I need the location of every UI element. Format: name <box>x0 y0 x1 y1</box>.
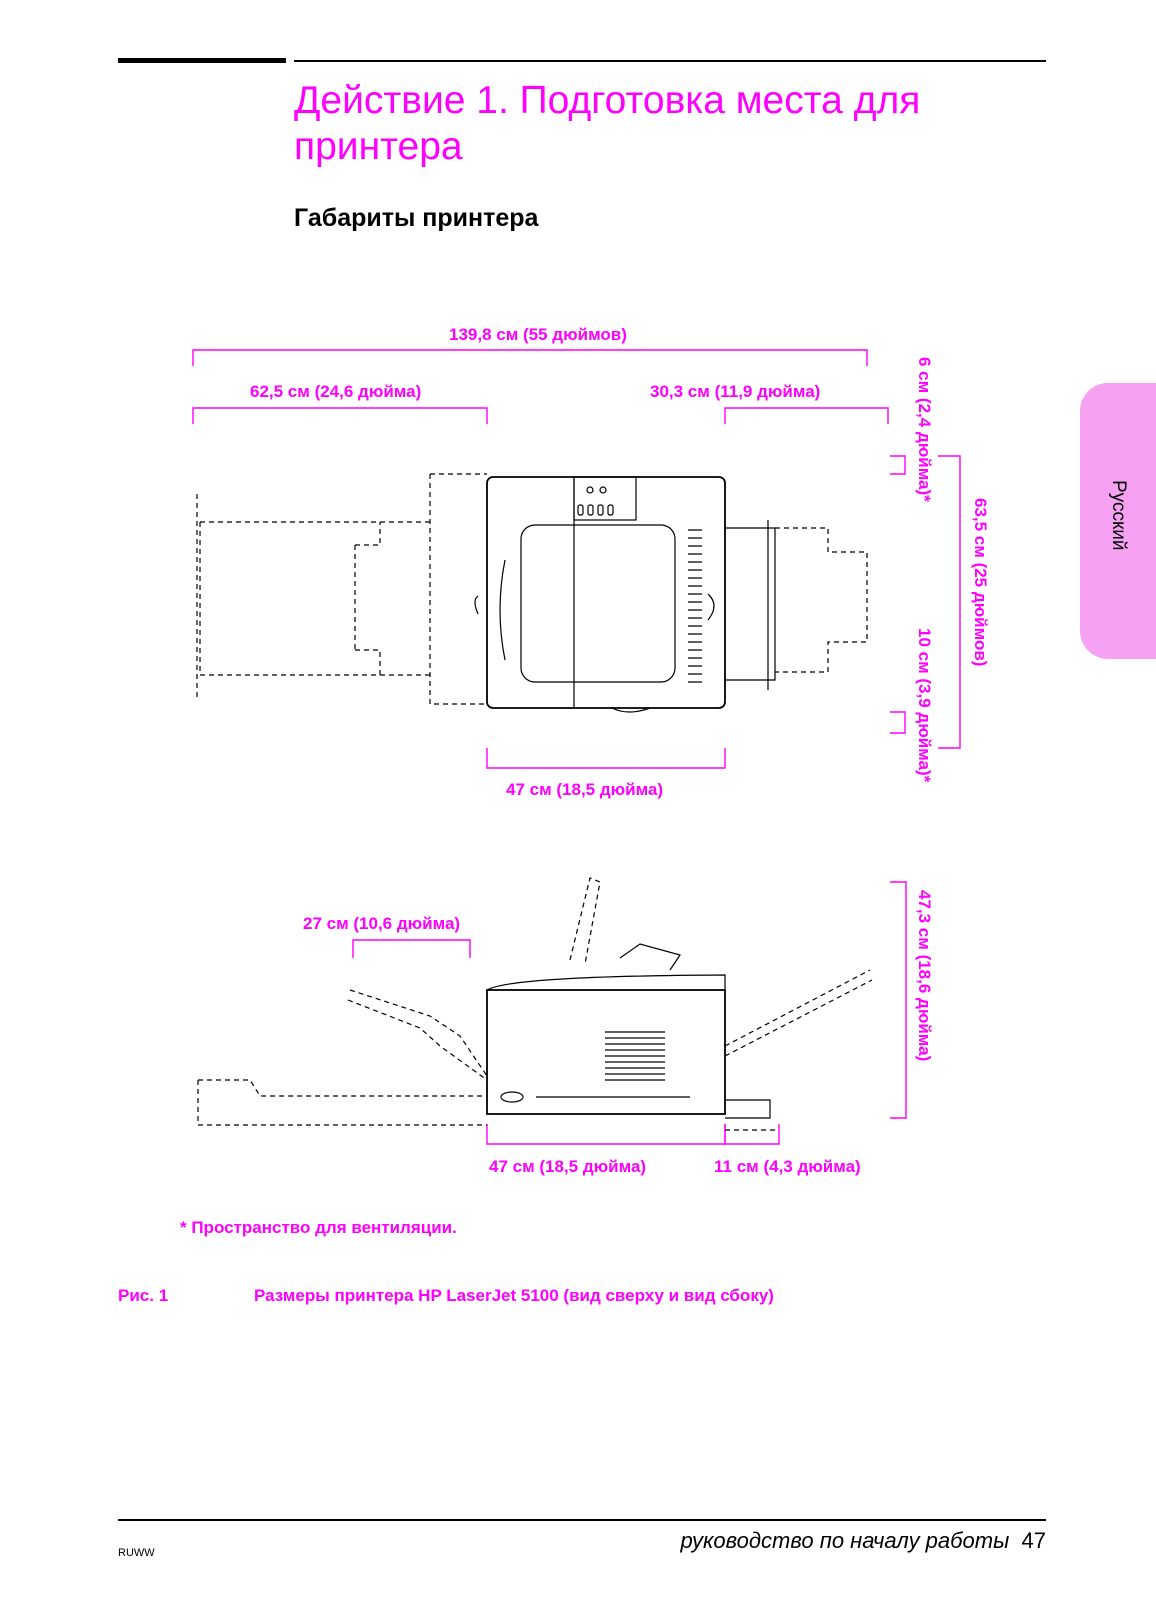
side-view-dimension-lines <box>352 881 907 1145</box>
dim-top-vent: 6 см (2,4 дюйма)* <box>915 357 934 502</box>
side-vent-slots <box>605 1031 665 1081</box>
footer-code: RUWW <box>118 1547 155 1559</box>
footer-running-title: руководство по началу работы 47 <box>681 1528 1046 1554</box>
printer-side-view <box>197 877 873 1131</box>
dim-bottom-vent: 10 см (3,9 дюйма)* <box>915 628 934 783</box>
top-vent-slots <box>688 529 702 683</box>
dim-left-clearance: 62,5 см (24,6 дюйма) <box>250 382 422 401</box>
dim-right-clearance: 30,3 см (11,9 дюйма) <box>650 382 821 401</box>
figure-footnote: * Пространство для вентиляции. <box>180 1218 457 1237</box>
header-rule-thick <box>118 58 286 63</box>
printer-top-view <box>196 473 868 713</box>
control-panel-buttons <box>577 486 614 516</box>
dim-input-clearance: 27 см (10,6 дюйма) <box>303 914 461 933</box>
language-tab <box>1080 383 1156 659</box>
language-tab-label: Русский <box>1108 479 1129 551</box>
dim-height: 47,3 см (18,6 дюйма) <box>915 890 934 1062</box>
footer-rule <box>118 1519 1046 1521</box>
top-view-dimension-lines <box>192 349 961 769</box>
figure-number: Рис. 1 <box>118 1286 169 1305</box>
dim-overall-width: 139,8 см (55 дюймов) <box>449 325 627 344</box>
section-title: Габариты принтера <box>294 204 539 232</box>
dim-rear-clearance: 11 см (4,3 дюйма) <box>714 1157 861 1176</box>
dim-body-depth: 47 см (18,5 дюйма) <box>489 1157 647 1176</box>
page-title: Действие 1. Подготовка места для принтер… <box>294 79 921 168</box>
dim-body-width: 47 см (18,5 дюйма) <box>506 780 664 799</box>
figure-caption: Размеры принтера HP LaserJet 5100 (вид с… <box>254 1286 774 1305</box>
page-number: 47 <box>1021 1528 1046 1553</box>
header-rule-thin <box>294 60 1046 62</box>
footer-book-title: руководство по началу работы <box>680 1528 1010 1553</box>
dim-depth: 63,5 см (25 дюймов) <box>971 498 990 667</box>
